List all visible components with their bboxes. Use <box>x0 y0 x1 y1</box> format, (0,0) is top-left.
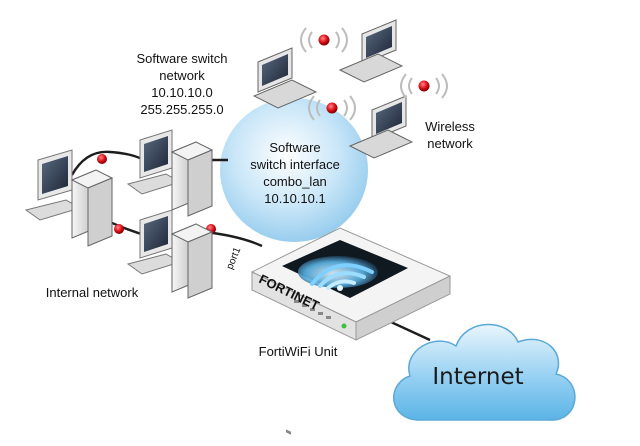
internal-network-label: Internal network <box>46 285 139 300</box>
switch-interface-line: Software <box>269 140 320 155</box>
link-node <box>114 224 124 234</box>
software-switch-bubble <box>220 98 368 242</box>
switch-interface-line: combo_lan <box>263 174 327 189</box>
switch-interface-line: 10.10.10.1 <box>264 191 325 206</box>
device-ports <box>286 300 331 435</box>
wireless-line: Wireless <box>425 119 475 134</box>
link-node <box>97 154 107 164</box>
laptop-icon <box>338 19 404 83</box>
desktop-pc-icon <box>126 209 214 299</box>
wifi-waves-icon <box>298 256 378 291</box>
internet-cloud-icon <box>393 323 576 421</box>
wireless-line: network <box>427 136 473 151</box>
wireless-network-label: Wireless network <box>425 119 475 151</box>
cable-port1 <box>204 230 263 248</box>
switch-network-line: 10.10.10.0 <box>151 85 212 100</box>
switch-network-line: 255.255.255.0 <box>140 102 223 117</box>
internet-label: Internet <box>432 364 523 390</box>
wifi-signal-icon <box>300 27 348 53</box>
laptop-icon <box>348 95 414 159</box>
switch-network-line: network <box>159 68 205 83</box>
switch-interface-line: switch interface <box>250 157 340 172</box>
switch-network-line: Software switch <box>136 51 227 66</box>
desktop-pc-icon <box>126 129 214 217</box>
wifi-signal-icon <box>400 73 448 99</box>
fortiwifi-appliance-icon <box>250 227 452 435</box>
wifi-signal-icon <box>308 95 356 121</box>
fortiwifi-unit-label: FortiWiFi Unit <box>259 344 338 359</box>
desktop-pc-icon <box>24 149 114 247</box>
port-label: port1 <box>225 245 244 271</box>
status-led <box>341 323 347 329</box>
switch-interface-label: Software switch interface combo_lan 10.1… <box>250 140 340 206</box>
laptop-icon <box>252 47 318 109</box>
cable-lan-top <box>70 150 151 176</box>
switch-network-label: Software switch network 10.10.10.0 255.2… <box>136 51 227 117</box>
